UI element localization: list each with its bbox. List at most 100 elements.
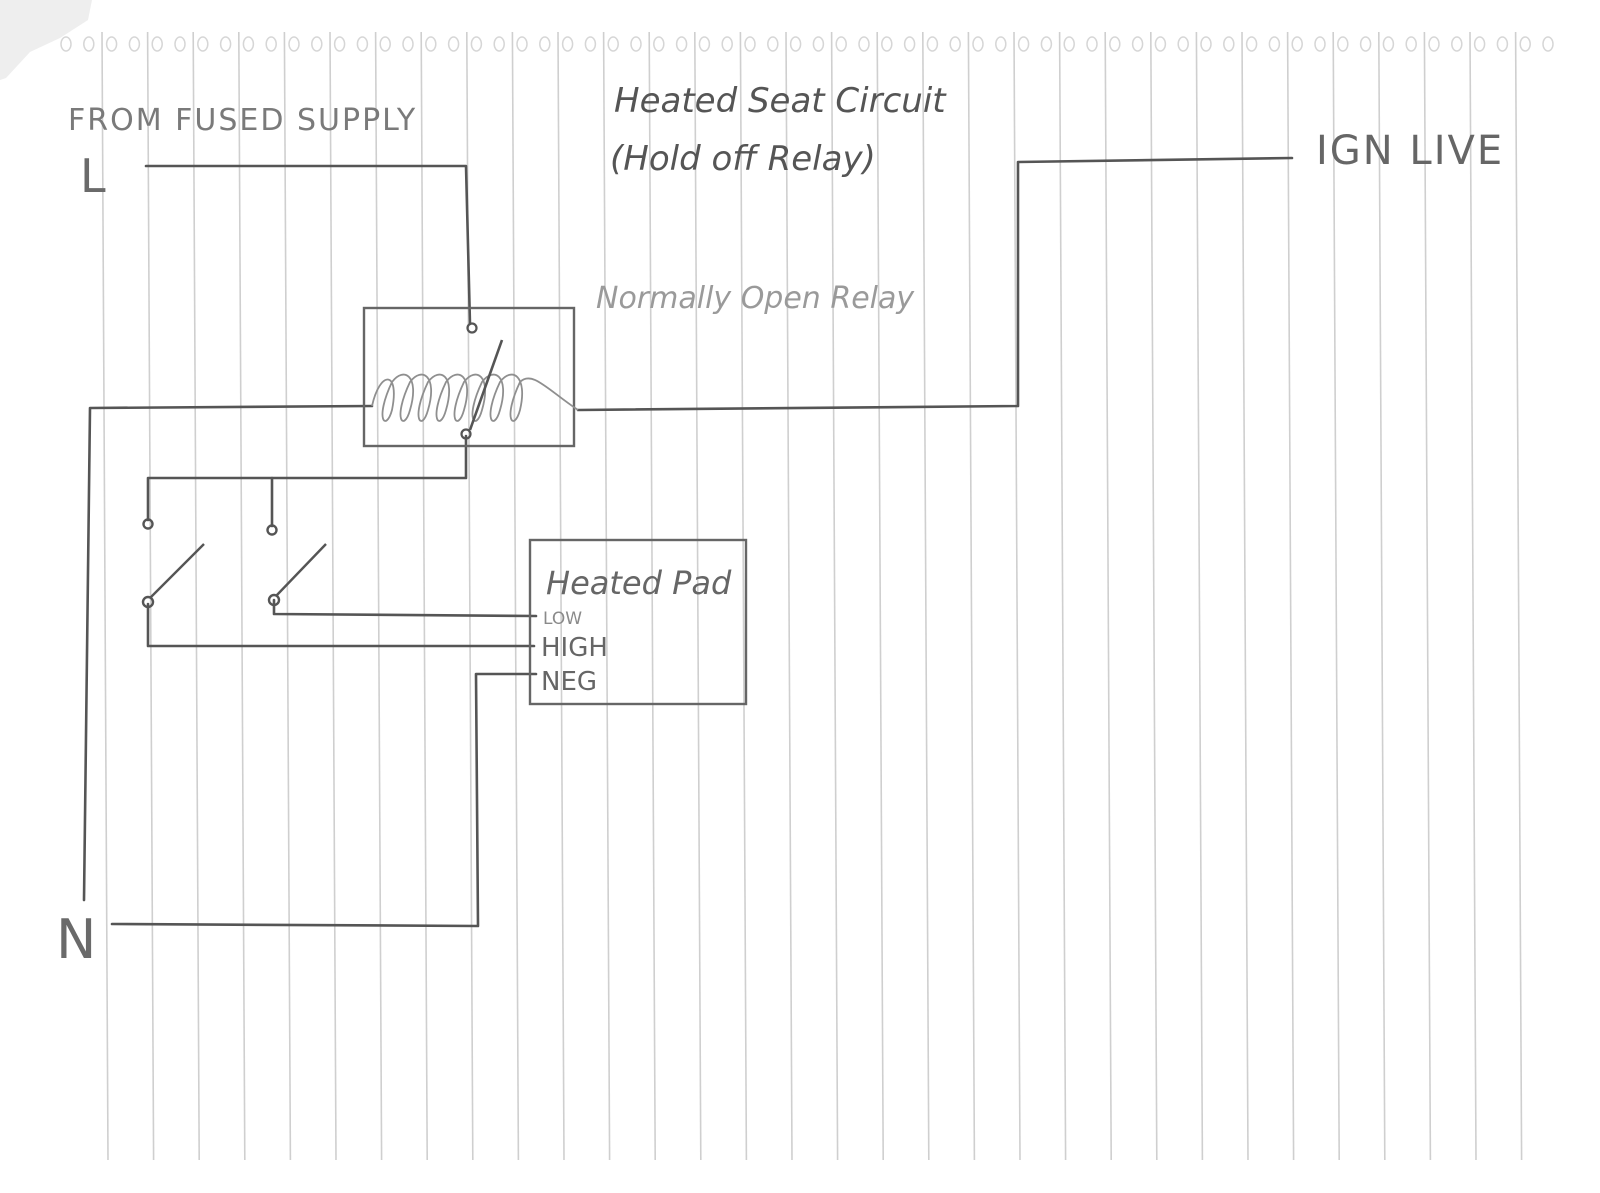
binding-hole <box>1314 36 1326 52</box>
binding-hole <box>767 36 779 52</box>
binding-hole <box>972 36 984 52</box>
binding-hole <box>288 36 300 52</box>
binding-hole <box>1473 36 1486 52</box>
diagram-title-line1: Heated Seat Circuit <box>614 81 947 121</box>
relay-coil <box>371 373 579 422</box>
ruling-line <box>830 31 839 1161</box>
binding-hole <box>881 36 893 52</box>
binding-hole <box>1496 36 1509 52</box>
ruling-line <box>1150 31 1158 1161</box>
binding-hole <box>1017 36 1030 52</box>
binding-hole <box>1131 36 1144 52</box>
high-wire <box>146 602 536 648</box>
binding-hole <box>1359 36 1372 52</box>
ruling-line <box>1195 31 1204 1161</box>
binding-hole <box>470 36 483 52</box>
neutral-label: N <box>56 908 96 971</box>
ruling-line <box>420 31 429 1161</box>
ruling-line <box>967 31 976 1161</box>
ruling-line <box>602 31 611 1161</box>
ruling-line <box>921 31 930 1161</box>
ruling-line <box>693 31 702 1161</box>
binding-hole <box>356 36 369 52</box>
wires <box>82 156 1294 928</box>
spiral-binding-holes <box>60 36 1554 52</box>
diagram-title-line2: (Hold off Relay) <box>610 139 876 179</box>
binding-hole <box>835 36 847 52</box>
binding-hole <box>1428 36 1440 52</box>
relay-box <box>362 306 576 448</box>
binding-hole <box>1063 36 1075 52</box>
ruling-line <box>1013 31 1021 1161</box>
relay-output-wire <box>146 434 468 522</box>
binding-hole <box>1177 36 1189 52</box>
binding-hole <box>1382 36 1395 52</box>
binding-hole <box>698 36 711 52</box>
ruling-line <box>557 31 565 1161</box>
ruling-line <box>1514 31 1523 1161</box>
binding-hole <box>1451 36 1463 52</box>
binding-hole <box>858 36 870 52</box>
ruling-line <box>1104 31 1112 1161</box>
switch-low-top-terminal <box>266 524 278 536</box>
switch-low-bottom-terminal <box>267 593 281 607</box>
torn-corner <box>0 0 92 80</box>
switch-high-arm <box>149 543 205 599</box>
binding-hole <box>105 36 118 52</box>
binding-hole <box>653 36 665 52</box>
binding-hole <box>83 36 95 52</box>
binding-hole <box>1086 36 1098 52</box>
ruling-line <box>1241 31 1249 1161</box>
ruling-line <box>283 31 292 1161</box>
ruling-line <box>739 31 748 1161</box>
ruling-line <box>1332 31 1340 1161</box>
supply-note: FROM FUSED SUPPLY <box>68 103 417 138</box>
ruling-line <box>1469 31 1477 1161</box>
ignition-live-wire <box>576 156 1294 412</box>
live-supply-wire <box>144 164 472 326</box>
binding-hole <box>447 36 460 52</box>
binding-hole <box>584 36 597 52</box>
binding-hole <box>675 36 688 52</box>
binding-hole <box>607 36 619 52</box>
binding-hole <box>1268 36 1281 52</box>
binding-hole <box>265 36 277 52</box>
ruling-line <box>1423 31 1432 1161</box>
heated-pad-box <box>528 538 748 706</box>
binding-hole <box>1154 36 1167 52</box>
ruling-line <box>374 31 383 1161</box>
live-label: L <box>80 149 106 203</box>
switch-high-top-terminal <box>142 518 154 530</box>
binding-hole <box>812 36 825 52</box>
binding-hole <box>1337 36 1349 52</box>
relay <box>362 306 579 448</box>
relay-contact-top <box>466 322 478 334</box>
binding-hole <box>151 36 163 52</box>
binding-hole <box>539 36 551 52</box>
relay-label: Normally Open Relay <box>596 281 915 316</box>
pad-low-label: LOW <box>543 609 582 629</box>
binding-hole <box>1519 36 1531 52</box>
switch-low-arm <box>275 543 327 597</box>
binding-hole <box>402 36 414 52</box>
binding-hole <box>630 36 642 52</box>
ruling-line <box>329 31 337 1161</box>
binding-hole <box>1405 36 1417 52</box>
binding-hole <box>1245 36 1258 52</box>
neg-wire <box>110 672 538 928</box>
binding-hole <box>1291 36 1303 52</box>
binding-hole <box>995 36 1007 52</box>
binding-hole <box>128 36 141 52</box>
binding-hole <box>926 36 939 52</box>
binding-hole <box>379 36 391 52</box>
binding-hole <box>174 36 186 52</box>
notebook-ruling <box>101 31 1523 1161</box>
binding-hole <box>949 36 961 52</box>
switch-high-bottom-terminal <box>141 595 155 609</box>
binding-hole <box>311 36 323 52</box>
binding-hole <box>219 36 232 52</box>
binding-hole <box>1109 36 1121 52</box>
ruling-line <box>1058 31 1067 1161</box>
relay-contact-bottom <box>460 428 472 440</box>
